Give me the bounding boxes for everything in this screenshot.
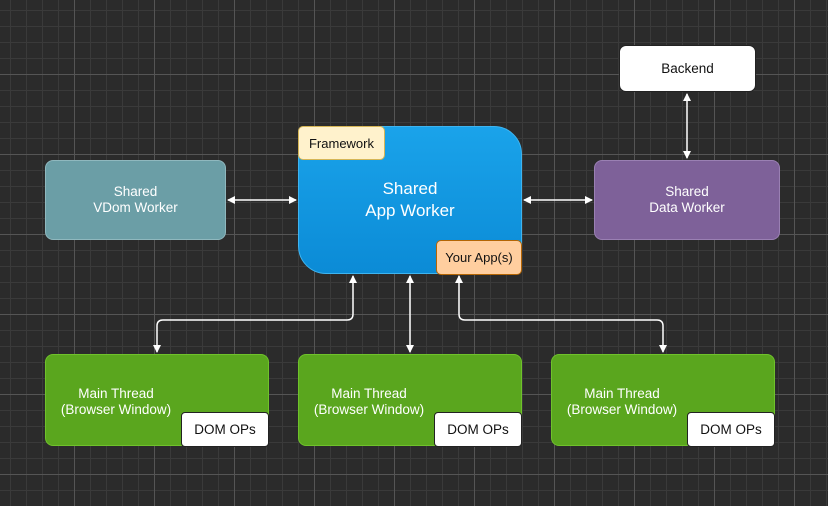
main-thread-1-label-line2: (Browser Window) (60, 402, 172, 417)
framework-tag: Framework (298, 126, 385, 160)
data-worker-label-line2: Data Worker (649, 200, 725, 215)
app-worker-label-line1: Shared (382, 179, 438, 198)
app-main1-connector (153, 275, 357, 353)
data-worker-label-line1: Shared (665, 184, 709, 199)
dom-ops-box-1: DOM OPs (181, 412, 269, 447)
vdom-worker-label-line2: VDom Worker (93, 200, 178, 215)
main-thread-1-label-line1: Main Thread (78, 386, 154, 401)
main-thread-2-label-line2: (Browser Window) (313, 402, 425, 417)
dom-ops-box-2: DOM OPs (434, 412, 522, 447)
main-thread-node-3: Main Thread (Browser Window) (551, 354, 775, 446)
app-worker-label-line2: App Worker (365, 201, 455, 220)
your-apps-tag: Your App(s) (436, 240, 522, 275)
dom-ops-box-3: DOM OPs (687, 412, 775, 447)
vdom-worker-label-line1: Shared (113, 184, 158, 199)
data-worker-node: Shared Data Worker (594, 160, 780, 240)
backend-label: Backend (661, 60, 714, 76)
vdom-worker-node: Shared VDom Worker (45, 160, 226, 240)
main-thread-3-label-line1: Main Thread (584, 386, 660, 401)
main-thread-3-label-line2: (Browser Window) (566, 402, 678, 417)
main-thread-2-label-line1: Main Thread (331, 386, 407, 401)
backend-node: Backend (619, 45, 756, 92)
app-main3-connector (455, 275, 667, 353)
